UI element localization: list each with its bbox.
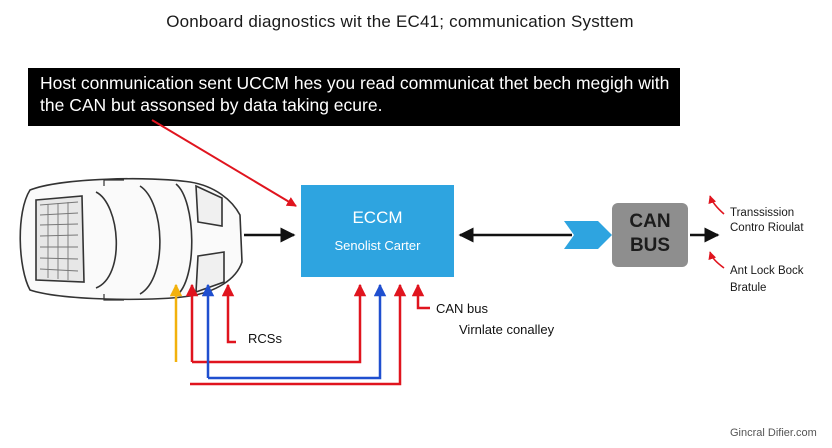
car-icon [19, 177, 243, 301]
blue-wire [208, 283, 387, 380]
abs-red-arrow [708, 251, 725, 269]
sensor-wiring [169, 283, 430, 386]
red-wire-1 [192, 283, 367, 364]
banner-pointer-arrow [151, 119, 297, 207]
transmission-line-1: Transsission [730, 207, 795, 219]
can-bus-box-line-2: BUS [629, 235, 671, 256]
ecm-subtitle: Senolist Carter [334, 238, 421, 253]
ecm-box [301, 185, 454, 277]
transmission-red-arrow [708, 195, 725, 215]
can-bus-wire [411, 283, 430, 310]
abs-module-label: Ant Lock Bock Bratule [730, 263, 804, 297]
diagram-title: Oonboard diagnostics wit the EC41; commu… [166, 12, 634, 31]
banner-line-2: the CAN but assonsed by data taking ecur… [40, 95, 383, 115]
banner-line-1: Host conmunication sent UCCM hes you rea… [40, 73, 670, 93]
rcs-label: RCSs [248, 331, 282, 346]
can-bus-box-label: CAN BUS [612, 210, 688, 258]
abs-line-1: Ant Lock Bock [730, 265, 804, 277]
ecm-title: ECCM [352, 208, 403, 227]
vibration-label: Virnlate conalley [459, 322, 555, 337]
can-bus-box-line-1: CAN [629, 211, 671, 232]
transmission-module-label: Transsission Contro Rioulat [730, 206, 804, 236]
red-wire-2 [190, 283, 407, 386]
can-bus-box [612, 203, 688, 267]
description-banner: Host conmunication sent UCCM hes you rea… [28, 68, 680, 126]
transmission-line-2: Contro Rioulat [730, 222, 804, 234]
can-connector-icon [564, 221, 612, 249]
watermark: Gincral Difier.com [730, 427, 817, 439]
rcs-wire [221, 283, 236, 344]
can-bus-label: CAN bus [436, 301, 489, 316]
abs-line-2: Bratule [730, 282, 767, 294]
